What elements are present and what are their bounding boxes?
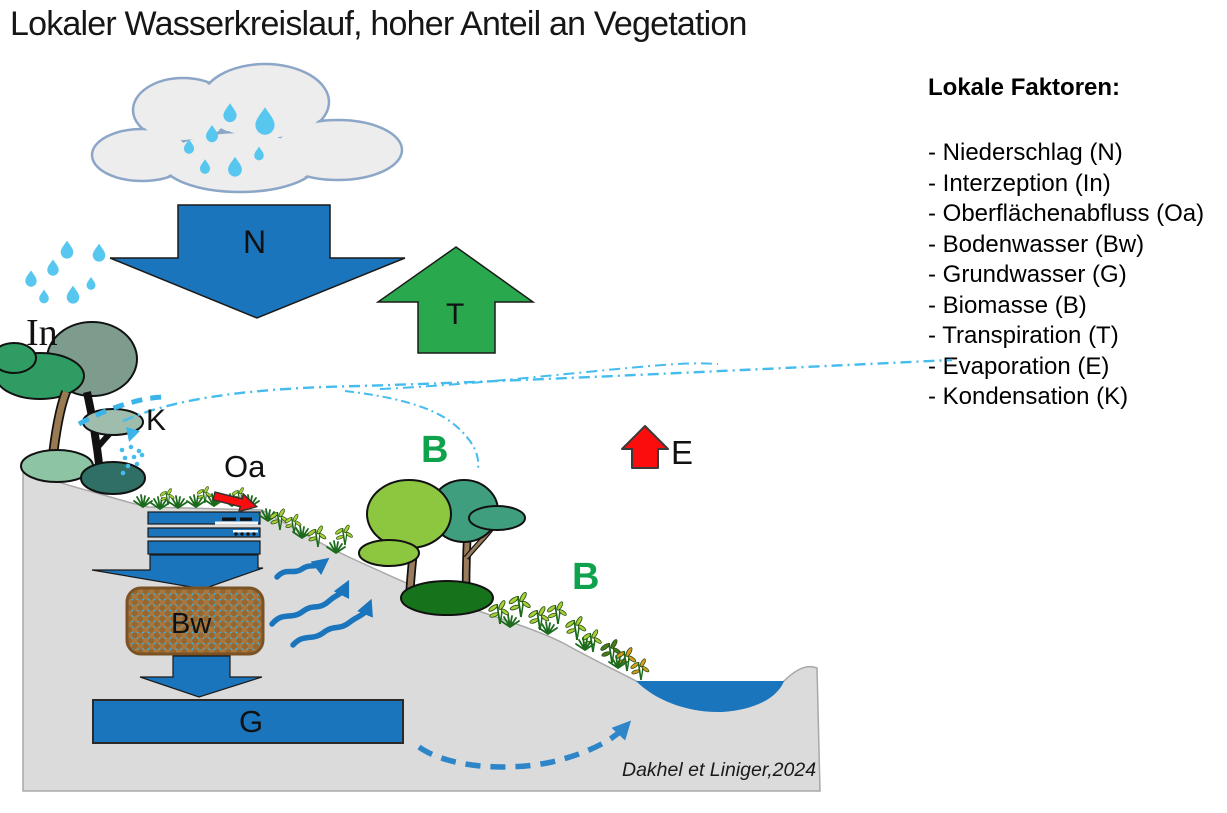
label-interzeption: In xyxy=(26,312,58,354)
precipitation-arrow xyxy=(109,204,406,319)
soil-water-box xyxy=(125,586,265,656)
legend-item-transpiration: - Transpiration (T) xyxy=(928,322,1119,349)
citation: Dakhel et Liniger,2024 xyxy=(622,759,816,781)
condensation-droplets xyxy=(119,444,145,476)
rain-cloud xyxy=(90,62,404,194)
middle-tree-group xyxy=(358,479,526,616)
legend-item-oberflaechenabfluss: - Oberflächenabfluss (Oa) xyxy=(928,200,1205,227)
pond-water xyxy=(636,681,784,713)
legend-item-kondensation: - Kondensation (K) xyxy=(928,383,1129,410)
label-biomasse-upper: B xyxy=(421,429,448,471)
local-factors-legend: Lokale Faktoren: - Niederschlag (N) - In… xyxy=(928,74,1227,413)
legend-items: - Niederschlag (N) - Interzeption (In) -… xyxy=(928,138,1227,413)
page-title: Lokaler Wasserkreislauf, hoher Anteil an… xyxy=(10,5,747,43)
legend-item-niederschlag: - Niederschlag (N) xyxy=(928,139,1123,166)
legend-item-grundwasser: - Grundwasser (G) xyxy=(928,261,1127,288)
groundwater-flow-dashed-arrow xyxy=(417,720,632,770)
left-tree-group xyxy=(0,321,146,495)
label-grundwasser: G xyxy=(239,704,263,739)
evaporation-arrow xyxy=(621,425,669,469)
legend-heading: Lokale Faktoren: xyxy=(928,74,1121,101)
capillary-rise-arrows xyxy=(269,557,373,648)
label-bodenwasser: Bw xyxy=(171,608,212,640)
label-transpiration: T xyxy=(446,298,464,331)
label-kondensation: K xyxy=(146,404,166,437)
interception-raindrops xyxy=(25,240,106,304)
soil-crack-marks xyxy=(215,517,258,536)
surface-runoff-arrow xyxy=(212,491,259,513)
label-evaporation: E xyxy=(671,434,693,471)
legend-item-evaporation: - Evaporation (E) xyxy=(928,352,1110,380)
legend-item-biomasse: - Biomasse (B) xyxy=(928,291,1087,319)
infiltration-funnel-arrow xyxy=(91,554,264,590)
groundwater-bar xyxy=(92,699,404,744)
soil-layer-bars xyxy=(147,511,261,555)
legend-item-bodenwasser: - Bodenwasser (Bw) xyxy=(928,230,1145,258)
vapor-flow-dashed-lines xyxy=(122,358,953,470)
legend-item-interzeption: - Interzeption (In) xyxy=(928,169,1111,197)
label-biomasse-lower: B xyxy=(572,556,599,598)
condensation-arrowhead xyxy=(126,427,140,442)
percolation-arrow xyxy=(139,655,263,698)
transpiration-arrow xyxy=(375,246,536,354)
condensation-dashes xyxy=(77,394,169,476)
label-niederschlag: N xyxy=(243,224,266,260)
label-oberflaechenabfluss: Oa xyxy=(224,449,266,484)
